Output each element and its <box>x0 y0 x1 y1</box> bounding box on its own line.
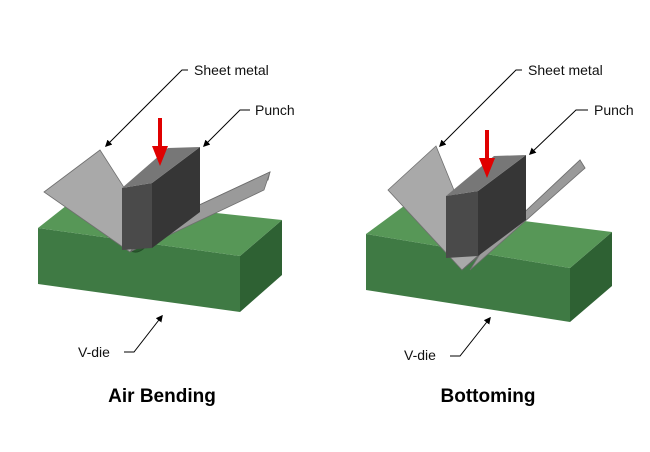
air-bending-caption: Air Bending <box>108 386 216 407</box>
right-punch-side <box>478 155 526 256</box>
air-bending-figure: Sheet metal Punch V-die Air Bending <box>38 62 295 407</box>
left-sheet-metal-label: Sheet metal <box>194 62 269 78</box>
left-punch-leader <box>203 109 250 147</box>
right-sheet-leader <box>439 69 522 147</box>
bottoming-figure: Sheet metal Punch V-die Bottoming <box>366 62 634 407</box>
left-v-die-label: V-die <box>78 344 110 360</box>
right-die-front <box>366 234 570 322</box>
right-force-arrow-icon <box>479 130 495 178</box>
left-punch <box>122 147 200 250</box>
left-punch-front <box>122 183 152 250</box>
right-die-side <box>570 232 612 322</box>
left-force-arrow-icon <box>152 118 168 166</box>
left-punch-top <box>122 147 200 188</box>
right-punch-front <box>446 191 478 258</box>
right-sheet-metal-label: Sheet metal <box>528 62 603 78</box>
right-v-die-label: V-die <box>404 347 436 363</box>
left-die-side <box>240 220 282 312</box>
left-punch-label: Punch <box>255 102 295 118</box>
right-die-leader <box>450 316 491 357</box>
bottoming-caption: Bottoming <box>441 386 536 407</box>
right-punch-leader <box>528 109 588 155</box>
left-sheet-leader <box>105 69 188 147</box>
right-sheet-right-face <box>469 159 586 271</box>
left-punch-side <box>152 147 200 248</box>
right-punch-label: Punch <box>594 102 634 118</box>
left-die-leader <box>124 314 163 353</box>
